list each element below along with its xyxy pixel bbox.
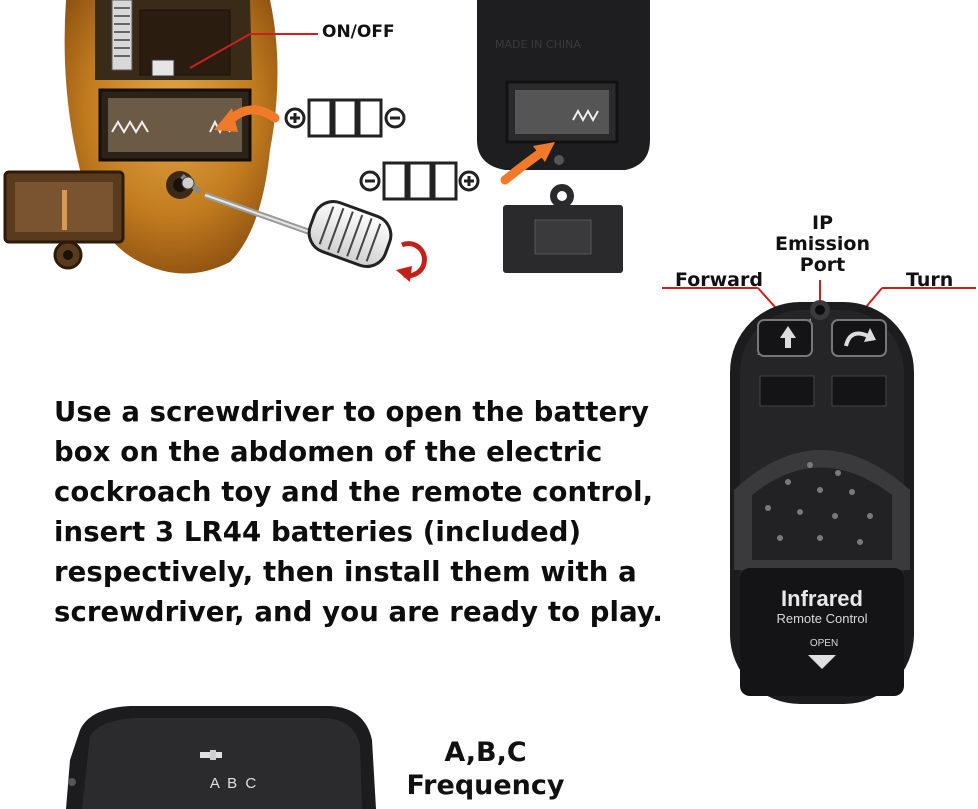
ip-label-line-1: IP [812,212,833,234]
toy-underside-illustration [3,0,458,282]
curved-arrow-icon [214,105,280,132]
instructions-line-5: respectively, then install them with a [54,556,637,588]
remote-battery-illustration: MADE IN CHINA [458,0,650,273]
instructions-line-6: screwdriver, and you are ready to play. [54,596,663,628]
frequency-label: A,B,C Frequency [398,736,573,802]
instructions-line-4: insert 3 LR44 batteries (included) [54,516,582,548]
instructions-line-1: Use a screwdriver to open the battery [54,396,650,428]
ip-label-line-3: Port [799,254,846,276]
frequency-switch-letters: A B C [209,775,259,792]
forward-label: Forward [675,269,763,291]
instructions-text: Use a screwdriver to open the battery bo… [54,392,714,632]
svg-text:MADE IN CHINA: MADE IN CHINA [495,38,581,51]
turn-button-icon [831,319,887,357]
screwdriver-icon [203,192,393,268]
frequency-switch-illustration [66,706,376,809]
battery-polarity-row-1 [284,98,406,138]
forward-button-icon [756,318,813,357]
remote-brand-subtitle: Remote Control [776,611,868,626]
remote-open-label: OPEN [809,638,839,649]
instructions-line-3: cockroach toy and the remote control, [54,476,654,508]
frequency-label-line-1: A,B,C [444,737,527,768]
screw-icon [180,174,202,194]
ip-emission-port-label: IP Emission Port [760,213,885,276]
rotate-arrow-icon [396,241,427,282]
instructions-line-2: box on the abdomen of the electric [54,436,603,468]
plus-icon [458,170,480,192]
on-off-label: ON/OFF [322,22,395,42]
remote-brand-title: Infrared [781,586,863,611]
turn-label: Turn [906,269,954,291]
infrared-remote-illustration [662,280,976,704]
ip-label-line-2: Emission [775,233,870,255]
frequency-label-line-2: Frequency [406,770,565,801]
battery-polarity-row-2 [359,161,458,201]
